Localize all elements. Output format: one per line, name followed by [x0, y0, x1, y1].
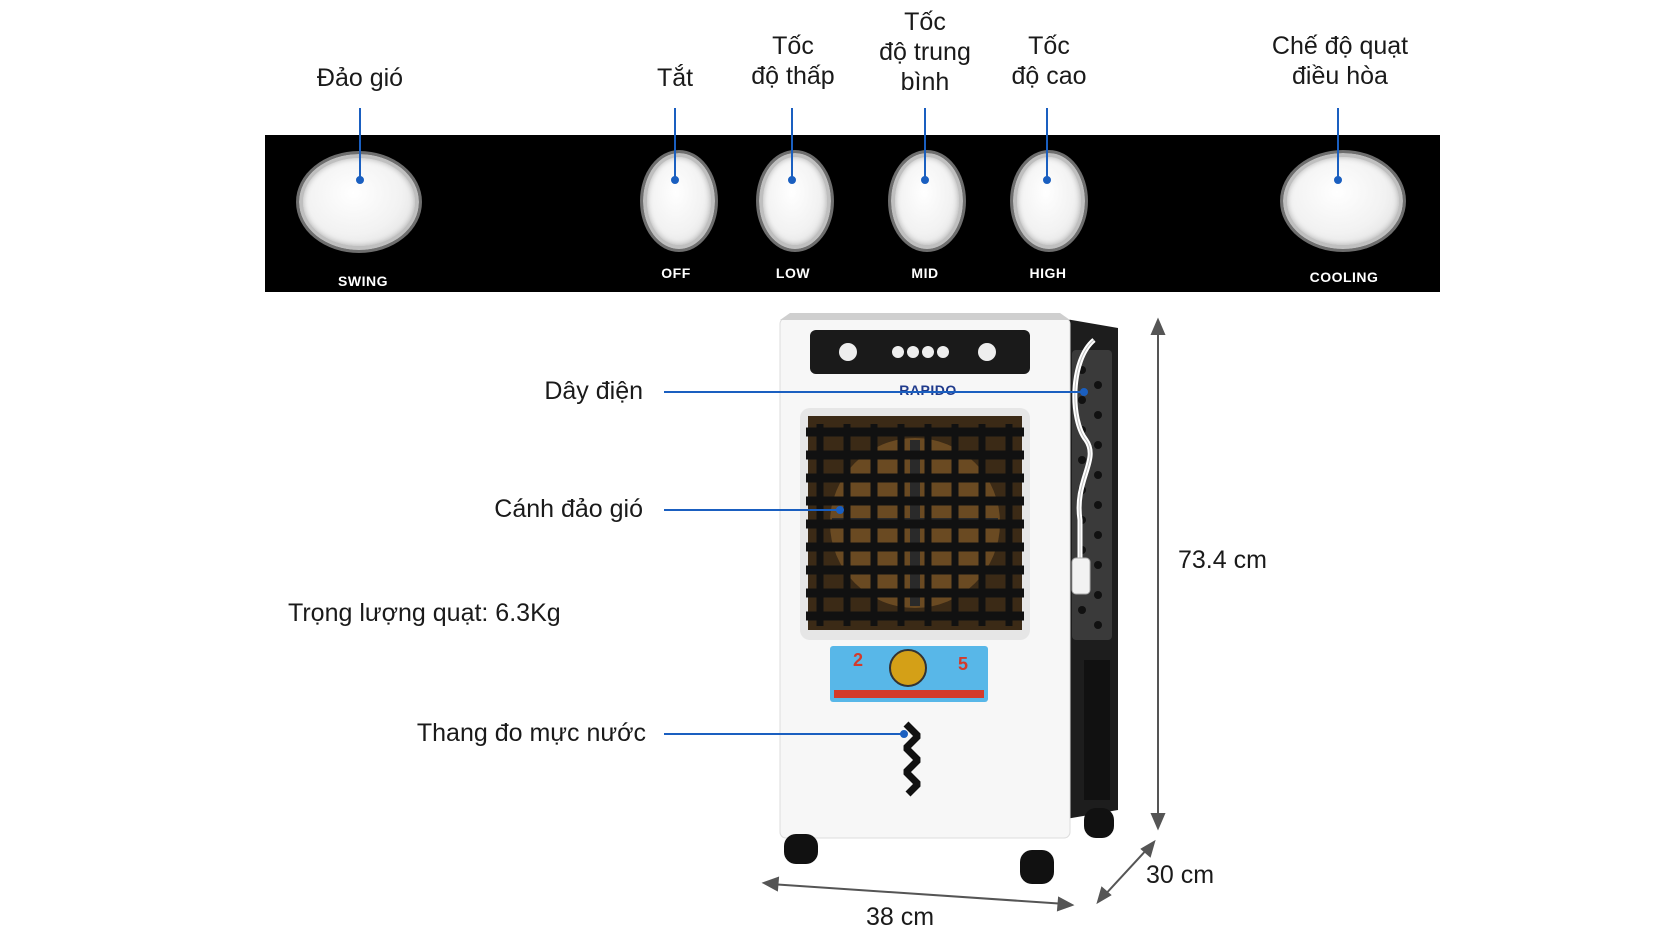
- label-low-line2: độ thấp: [751, 62, 835, 90]
- label-swing: Đảo gió: [316, 64, 404, 92]
- label-high: Tốc độ cao: [969, 31, 1129, 91]
- label-depth: 30 cm: [1146, 861, 1215, 889]
- label-height: 73.4 cm: [1178, 546, 1267, 574]
- label-louver: Cánh đảo gió: [494, 495, 643, 523]
- depth-dimension-line: [1101, 845, 1151, 899]
- label-water-gauge: Thang đo mực nước: [416, 719, 646, 747]
- label-mid: Tốc độ trung bình: [845, 7, 1005, 97]
- sticker-years-left: 2: [853, 650, 864, 670]
- label-high-line1: Tốc: [1028, 32, 1070, 60]
- low-knob[interactable]: [759, 153, 831, 249]
- label-off: Tắt: [656, 64, 694, 92]
- label-low-line1: Tốc: [772, 32, 814, 60]
- label-cooling-line1: Chế độ quạt: [1271, 32, 1409, 60]
- label-mid-line2: độ trung: [879, 38, 971, 66]
- label-high-line2: độ cao: [1011, 62, 1087, 90]
- label-cooling-line2: điều hòa: [1292, 62, 1388, 90]
- sticker-years-right: 5: [958, 654, 969, 674]
- high-knob[interactable]: [1013, 153, 1085, 249]
- water-level-gauge: [903, 721, 921, 797]
- width-dimension-line: [769, 883, 1067, 905]
- label-mid-line3: bình: [900, 68, 950, 96]
- caster-wheels: [784, 808, 1114, 884]
- label-power-cord: Dây điện: [544, 377, 643, 405]
- power-plug: [1071, 557, 1091, 595]
- cooling-knob[interactable]: [1283, 153, 1403, 249]
- swing-knob-label: SWING: [338, 273, 388, 289]
- cooler-control-strip: [810, 330, 1030, 374]
- label-weight: Trọng lượng quạt: 6.3Kg: [288, 599, 561, 627]
- louver-slats: [806, 427, 1024, 621]
- brand-logo: RAPIDO: [899, 382, 957, 398]
- label-width: 38 cm: [865, 903, 935, 931]
- label-cooling: Chế độ quạt điều hòa: [1245, 31, 1435, 91]
- low-knob-label: LOW: [775, 265, 811, 281]
- cooling-knob-label: COOLING: [1309, 269, 1379, 285]
- high-knob-label: HIGH: [1029, 265, 1067, 281]
- mid-knob[interactable]: [891, 153, 963, 249]
- label-low: Tốc độ thấp: [713, 31, 873, 91]
- off-knob[interactable]: [643, 153, 715, 249]
- off-knob-label: OFF: [661, 265, 691, 281]
- control-panel: SWING OFF LOW MID HIGH COOLING: [265, 135, 1440, 292]
- label-mid-line1: Tốc: [904, 8, 946, 36]
- mid-knob-label: MID: [911, 265, 939, 281]
